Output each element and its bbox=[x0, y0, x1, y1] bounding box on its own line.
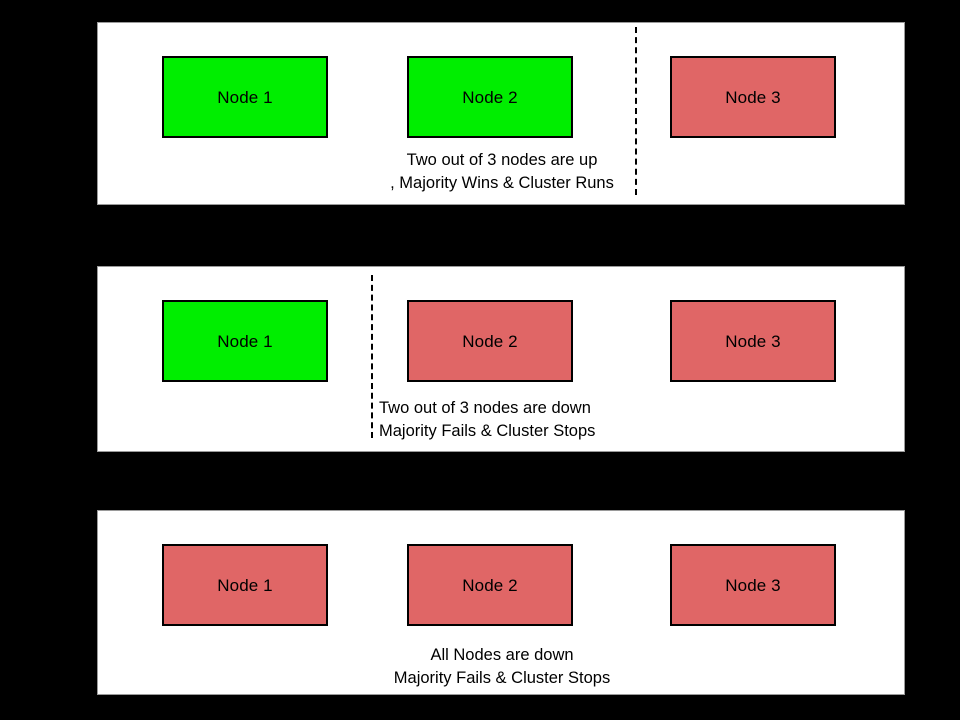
node-box-3-3[interactable]: Node 3 bbox=[670, 544, 836, 626]
node-label: Node 3 bbox=[725, 331, 781, 351]
node-box-3-1[interactable]: Node 1 bbox=[162, 544, 328, 626]
caption-line-2: , Majority Wins & Cluster Runs bbox=[390, 174, 614, 192]
node-box-3-2[interactable]: Node 2 bbox=[407, 544, 573, 626]
scenario-panel-3: Node 1 Node 2 Node 3 All Nodes are down … bbox=[97, 510, 905, 695]
panel-caption-2: Two out of 3 nodes are down Majority Fai… bbox=[379, 397, 595, 443]
node-label: Node 2 bbox=[462, 575, 518, 595]
caption-line-2: Majority Fails & Cluster Stops bbox=[393, 669, 611, 687]
node-label: Node 1 bbox=[217, 331, 273, 351]
node-label: Node 2 bbox=[462, 331, 518, 351]
quorum-divider-line bbox=[371, 275, 373, 438]
node-label: Node 2 bbox=[462, 87, 518, 107]
quorum-divider-line bbox=[635, 27, 637, 195]
panel-caption-1: Two out of 3 nodes are up , Majority Win… bbox=[98, 149, 906, 195]
node-label: Node 1 bbox=[217, 575, 273, 595]
panel-caption-3: All Nodes are down Majority Fails & Clus… bbox=[98, 644, 906, 690]
scenario-panel-1: Node 1 Node 2 Node 3 Two out of 3 nodes … bbox=[97, 22, 905, 205]
caption-line-1: Two out of 3 nodes are up bbox=[406, 151, 598, 169]
caption-line-1: Two out of 3 nodes are down bbox=[379, 399, 591, 417]
caption-line-2: Majority Fails & Cluster Stops bbox=[379, 422, 596, 440]
node-box-1-1[interactable]: Node 1 bbox=[162, 56, 328, 138]
node-box-1-3[interactable]: Node 3 bbox=[670, 56, 836, 138]
node-box-2-3[interactable]: Node 3 bbox=[670, 300, 836, 382]
node-box-2-2[interactable]: Node 2 bbox=[407, 300, 573, 382]
node-box-1-2[interactable]: Node 2 bbox=[407, 56, 573, 138]
node-label: Node 1 bbox=[217, 87, 273, 107]
node-box-2-1[interactable]: Node 1 bbox=[162, 300, 328, 382]
node-label: Node 3 bbox=[725, 87, 781, 107]
scenario-panel-2: Node 1 Node 2 Node 3 Two out of 3 nodes … bbox=[97, 266, 905, 452]
caption-line-1: All Nodes are down bbox=[430, 646, 574, 664]
node-label: Node 3 bbox=[725, 575, 781, 595]
